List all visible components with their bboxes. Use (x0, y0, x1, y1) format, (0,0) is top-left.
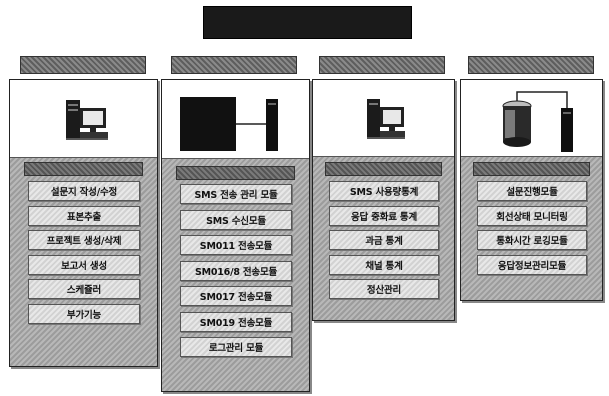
module-box: 응답 중화료 통계 (329, 206, 439, 226)
column-group-header-3 (325, 162, 442, 176)
column-group-header-2 (176, 166, 295, 180)
module-box: SM016/8 전송모듈 (180, 261, 292, 281)
module-box: 프로젝트 생성/삭제 (28, 230, 140, 250)
column-group-header-1 (24, 162, 143, 176)
column-panel-2: SMS 전송 관리 모듈 SMS 수신모듈 SM011 전송모듈 SM016/8 전송… (161, 79, 310, 392)
module-box: 응답정보관리모듈 (477, 255, 587, 275)
database-server-icon (502, 91, 573, 152)
module-box: SM011 전송모듈 (180, 235, 292, 255)
module-box: 정산관리 (329, 279, 439, 299)
module-box: 설문진행모듈 (477, 181, 587, 201)
module-box: 보고서 생성 (28, 255, 140, 275)
column-header-4 (468, 56, 594, 74)
module-box: SMS 전송 관리 모듈 (180, 184, 292, 204)
module-box: SM019 전송모듈 (180, 312, 292, 332)
column-group-header-4 (473, 162, 590, 176)
server-rack-icon (180, 97, 278, 151)
column-header-3 (319, 56, 445, 74)
module-box: SM017 전송모듈 (180, 286, 292, 306)
module-box: 과금 통계 (329, 230, 439, 250)
module-box: 설문지 작성/수정 (28, 181, 140, 201)
column-header-2 (171, 56, 297, 74)
module-box: SMS 수신모듈 (180, 210, 292, 230)
module-box: 채널 통계 (329, 255, 439, 275)
module-box: SMS 사용량통계 (329, 181, 439, 201)
diagram-title-bar (203, 6, 412, 39)
module-box: 회선상태 모니터링 (477, 206, 587, 226)
module-box: 부가기능 (28, 304, 140, 324)
module-box: 통화시간 로깅모듈 (477, 230, 587, 250)
pc-workstation-icon (66, 100, 108, 140)
module-box: 로그관리 모듈 (180, 337, 292, 357)
module-box: 표본추출 (28, 206, 140, 226)
column-header-1 (20, 56, 146, 74)
module-box: 스케쥴러 (28, 279, 140, 299)
pc-workstation-icon (367, 99, 405, 139)
